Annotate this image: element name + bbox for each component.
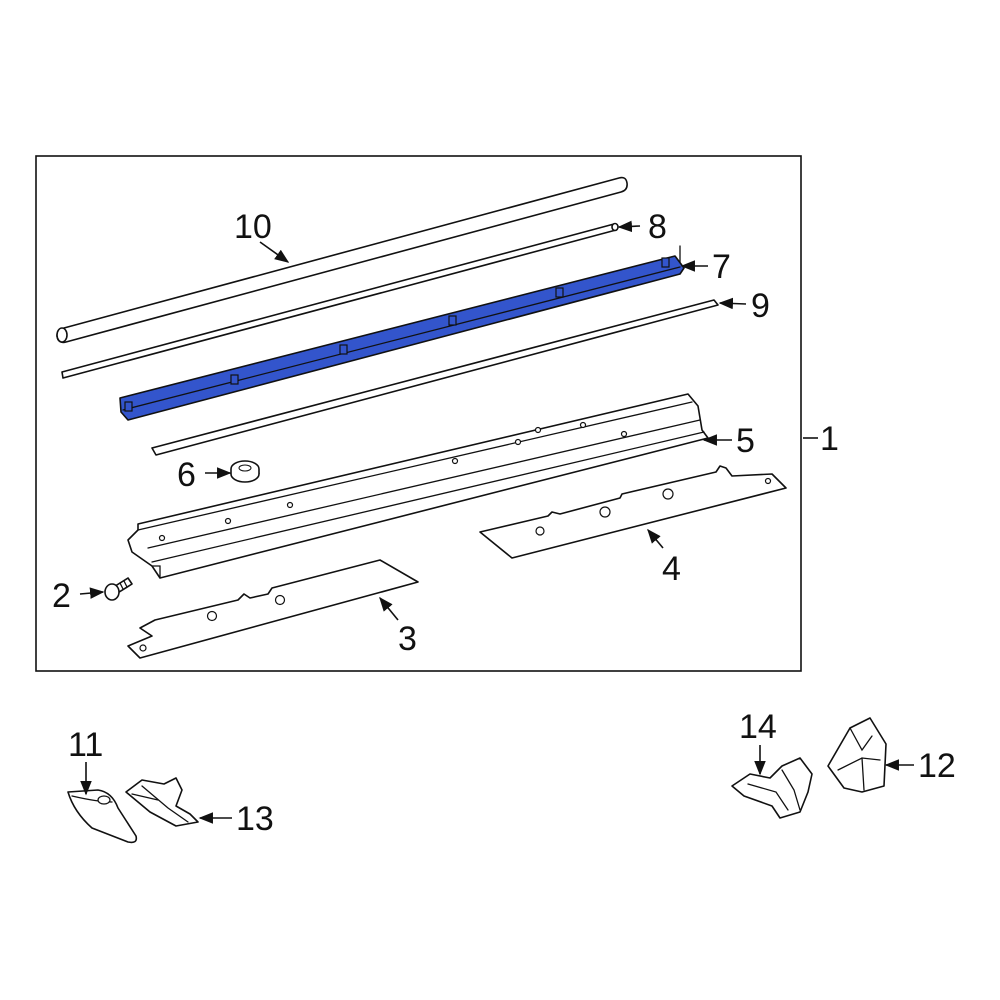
part-5-rocker-panel[interactable] [127,393,709,579]
part-6-grommet[interactable] [230,460,260,483]
callout-1[interactable]: 1 [820,420,839,458]
callout-14[interactable]: 14 [739,708,777,746]
part-4-plate[interactable] [479,465,787,559]
callout-7[interactable]: 7 [712,248,731,286]
callout-3[interactable]: 3 [398,620,417,658]
callout-13[interactable]: 13 [236,800,274,838]
callout-9[interactable]: 9 [751,287,770,325]
callout-10[interactable]: 10 [234,208,272,246]
callout-5[interactable]: 5 [736,422,755,460]
part-2-screw[interactable] [104,577,133,601]
part-3-plate[interactable] [127,559,419,659]
callout-2[interactable]: 2 [52,577,71,615]
part-14-bracket[interactable] [731,757,813,819]
part-11-bracket[interactable] [67,789,138,844]
callout-labels: 1 2 3 4 5 6 7 8 9 10 11 12 13 14 [52,208,956,838]
part-10-rod[interactable] [56,176,628,344]
part-13-bracket[interactable] [125,777,199,827]
callout-4[interactable]: 4 [662,550,681,588]
leader-lines [79,220,914,824]
callout-8[interactable]: 8 [648,208,667,246]
assembly-frame [35,155,802,672]
callout-6[interactable]: 6 [177,456,196,494]
part-12-bracket[interactable] [827,717,887,793]
part-7-molding-highlighted[interactable] [119,245,685,421]
callout-12[interactable]: 12 [918,747,956,785]
callout-11[interactable]: 11 [68,726,103,764]
part-9-strip[interactable] [151,299,719,456]
